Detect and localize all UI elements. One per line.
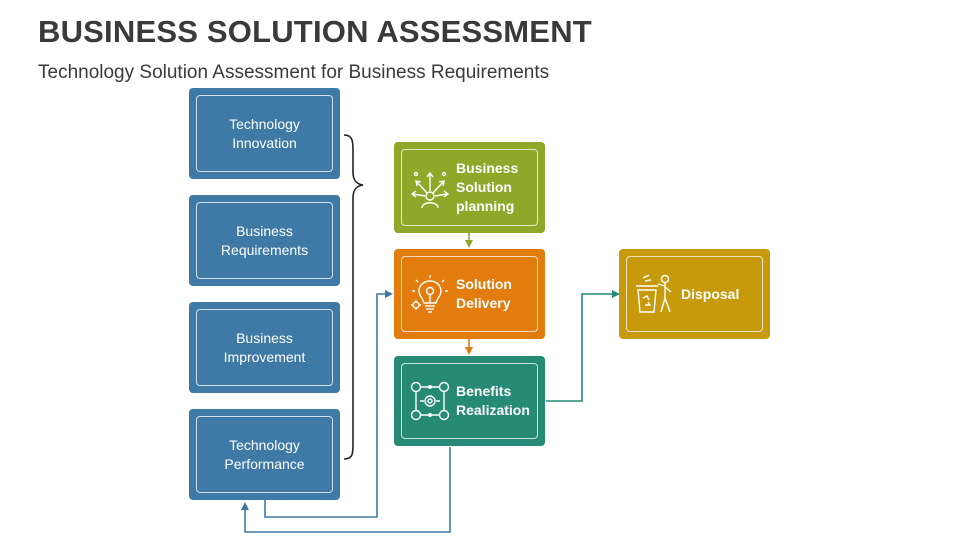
arrow-benefits-to-disposal bbox=[546, 290, 620, 402]
box-label-line2: Improvement bbox=[223, 348, 306, 365]
box-label-line1: Business bbox=[236, 329, 293, 346]
arrow-benefits-to-performance bbox=[241, 447, 451, 533]
stage-label-line2: Delivery bbox=[456, 295, 511, 311]
lightbulb-gear-icon bbox=[411, 275, 448, 313]
box-business-improvement: Business Improvement bbox=[189, 302, 340, 393]
stage-label-line2: Realization bbox=[456, 402, 530, 418]
stage-label-line3: planning bbox=[456, 198, 515, 214]
box-label-line2: Innovation bbox=[232, 134, 297, 151]
arrow-performance-to-delivery bbox=[264, 290, 393, 518]
box-technology-performance: Technology Performance bbox=[189, 409, 340, 500]
box-label-line2: Performance bbox=[224, 455, 305, 472]
network-nodes-icon bbox=[410, 381, 450, 421]
page-subtitle: Technology Solution Assessment for Busin… bbox=[38, 62, 550, 83]
box-business-requirements: Business Requirements bbox=[189, 195, 340, 286]
recycle-bin-person-icon bbox=[636, 274, 672, 313]
stage-business-solution-planning: Business Solution planning bbox=[394, 142, 545, 233]
stage-label-line1: Business bbox=[456, 160, 519, 176]
stage-solution-delivery: Solution Delivery bbox=[394, 249, 545, 339]
stage-label-line2: Solution bbox=[456, 179, 512, 195]
box-label-line1: Business bbox=[236, 222, 293, 239]
box-label-line1: Technology bbox=[229, 436, 300, 453]
box-label-line1: Technology bbox=[229, 115, 300, 132]
stage-benefits-realization: Benefits Realization bbox=[394, 356, 545, 446]
stage-label-line1: Benefits bbox=[456, 383, 512, 399]
stage-label-line1: Solution bbox=[456, 276, 512, 292]
page-title: BUSINESS SOLUTION ASSESSMENT bbox=[38, 14, 592, 49]
stage-label-line1: Disposal bbox=[681, 285, 740, 302]
stage-disposal: Disposal bbox=[619, 249, 770, 339]
box-label-line2: Requirements bbox=[220, 241, 309, 258]
box-technology-innovation: Technology Innovation bbox=[189, 88, 340, 179]
strategy-directions-icon bbox=[410, 171, 450, 208]
curly-brace bbox=[343, 134, 364, 460]
